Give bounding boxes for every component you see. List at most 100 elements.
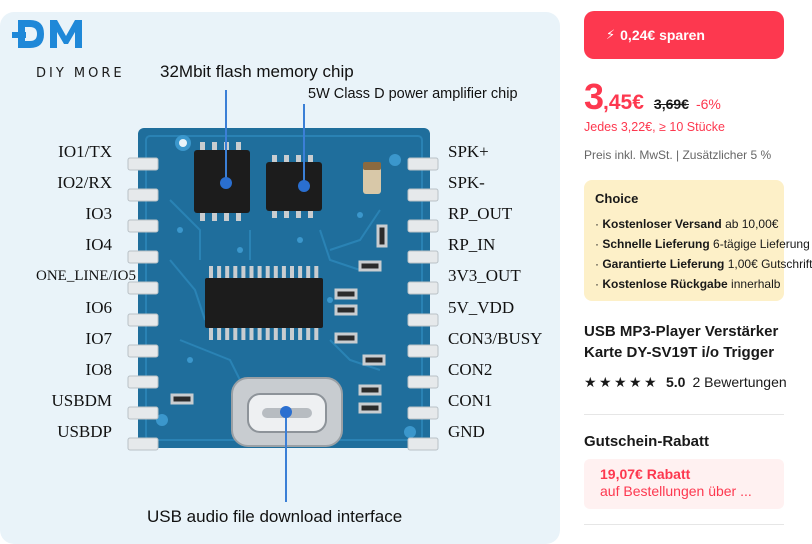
ic-pin [257,326,262,340]
price-integer: 3 [584,76,604,117]
choice-benefit-title: Garantierte Lieferung [602,257,725,271]
rating-row[interactable]: ★★★★★ 5.0 2 Bewertungen [584,374,787,390]
choice-box[interactable]: Choice · Kostenloser Versand ab 10,00€· … [584,180,812,301]
pin-label-left: IO8 [85,360,112,379]
brand-text: DIY MORE [36,66,125,81]
bullet-icon: · [595,237,603,251]
divider [584,524,784,525]
pin-pad [407,437,439,451]
ic-pin [265,326,270,340]
choice-benefit: · Garantierte Lieferung 1,00€ Gutschrift [595,254,812,274]
ic-pin [273,326,278,340]
star-icon: ★ [629,373,642,390]
review-count[interactable]: 2 Bewertungen [692,374,787,390]
savings-banner[interactable]: ⚡ 0,24€ sparen [584,11,784,59]
product-title-line1: USB MP3-Player Verstärker [584,323,779,340]
choice-benefit-detail: innerhalb [727,277,781,291]
price-row: 3 ,45€ 3,69€ -6% [584,76,721,118]
pin-pad [407,219,439,233]
pin-label-left: USBDP [57,422,112,441]
ic-pin [241,266,246,280]
choice-benefit: · Kostenlose Rückgabe innerhalb [595,274,784,294]
pin-pad [407,344,439,358]
ic-pin [281,266,286,280]
pin-pad [127,406,159,420]
bullet-icon: · [595,277,603,291]
choice-benefit-title: Kostenlose Rückgabe [602,277,728,291]
coupon-box[interactable]: 19,07€ Rabatt auf Bestellungen über ... [584,459,784,509]
savings-label: 0,24€ sparen [620,27,705,43]
pin-label-left: IO3 [85,204,112,223]
pin-pad [407,250,439,264]
pin-label-right: SPK- [448,173,485,192]
product-title: USB MP3-Player Verstärker Karte DY-SV19T… [584,321,784,363]
pin-label-right: CON1 [448,391,493,410]
tier-price: Jedes 3,22€, ≥ 10 Stücke [584,120,725,134]
pin-pad [127,188,159,202]
callout-flash-chip: 32Mbit flash memory chip [160,62,354,81]
pin-pad [127,313,159,327]
pin-pad [127,157,159,171]
pin-label-left: IO2/RX [57,173,112,192]
tax-info: Preis inkl. MwSt. | Zusätzlicher 5 % [584,148,772,162]
ic-pin [298,326,303,340]
ic-pin [314,266,319,280]
ic-pin [314,326,319,340]
pin-label-right: 3V3_OUT [448,266,521,285]
bullet-icon: · [595,257,603,271]
pcb-illustration [127,90,439,502]
coupon-heading: Gutschein-Rabatt [584,433,710,450]
pin-pad [407,313,439,327]
ic-pin [217,326,222,340]
price-decimal: ,45€ [603,91,644,114]
pin-label-left: IO7 [85,329,112,348]
pin-pad [127,437,159,451]
ic-pin [233,266,238,280]
star-icon: ★ [584,373,597,390]
pin-pad [127,281,159,295]
ic-pin [257,266,262,280]
ic-pin [249,326,254,340]
ic-pin [265,266,270,280]
ic-pin [233,326,238,340]
ic-pin [217,266,222,280]
choice-benefit-detail: ab 10,00€ [721,217,779,231]
diymore-logo-icon [12,20,82,48]
ic-pin [306,266,311,280]
ic-pin [209,266,213,280]
star-icon: ★ [644,373,657,390]
pin-label-left: IO1/TX [58,142,112,161]
callout-usb-interface: USB audio file download interface [147,507,403,526]
star-rating: ★★★★★ [584,373,657,390]
pin-pad [407,281,439,295]
product-image[interactable]: DIY MORE 32Mbit flash memory chip 5W Cla… [0,12,560,544]
pin-label-right: 5V_VDD [448,298,515,317]
pin-label-right: CON2 [448,360,493,379]
pin-label-right: RP_OUT [448,204,513,223]
ic-pin [298,266,303,280]
choice-benefit-title: Schnelle Lieferung [602,237,710,251]
pin-pad [127,250,159,264]
amplifier-chip [266,155,322,218]
ic-pin [209,326,213,340]
product-title-line2: Karte DY-SV19T i/o Trigger [584,344,775,361]
ic-pin [281,326,286,340]
original-price: 3,69€ [653,96,689,112]
pin-pad [407,188,439,202]
pin-label-left: IO4 [85,235,112,254]
ic-pin [290,326,294,340]
pin-label-right: GND [448,422,485,441]
bullet-icon: · [595,217,603,231]
pin-pad [407,375,439,389]
pin-label-left: ONE_LINE/IO5 [36,268,136,284]
decoder-ic [205,266,323,340]
pin-label-right: RP_IN [448,235,496,254]
ic-pin [306,326,311,340]
pin-label-right: SPK+ [448,142,489,161]
divider [584,414,784,415]
ic-pin [290,266,294,280]
pin-pad [127,219,159,233]
coupon-amount: 19,07€ Rabatt [600,466,691,482]
pin-pad [127,344,159,358]
ic-pin [225,266,230,280]
